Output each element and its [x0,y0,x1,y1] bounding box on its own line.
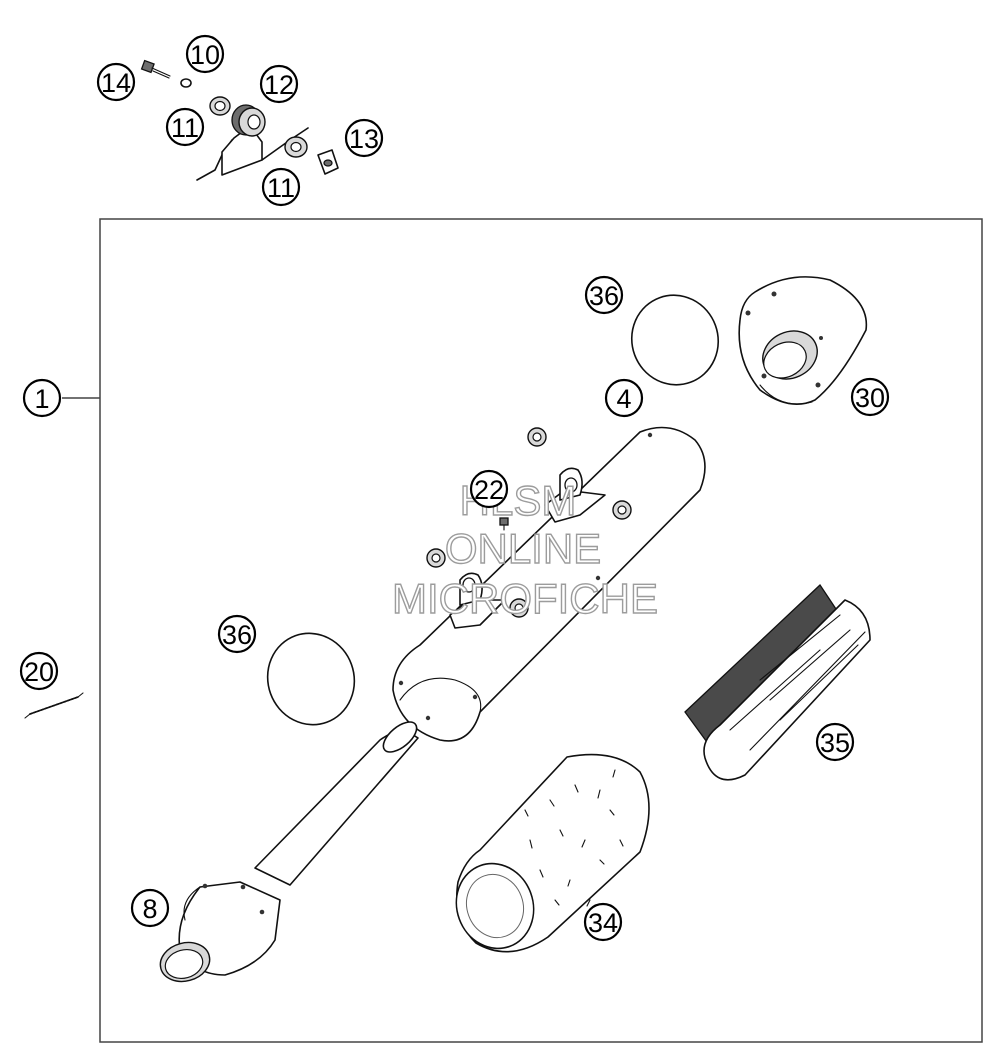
callout-14: 14 [96,62,136,102]
callout-10-label: 10 [190,40,220,70]
muffler-grommet-upper [527,427,547,447]
callout-12: 12 [259,64,299,104]
callout-14-label: 14 [101,68,131,98]
end-cap-30 [738,276,868,406]
grommet-12 [209,96,231,116]
screw-22 [499,517,509,531]
mounting-bracket-tab [221,125,263,176]
header-pipe-8 [159,721,419,983]
mounting-hardware-group [140,59,339,181]
callout-1: 1 [22,378,62,418]
callout-11-bottom: 11 [261,167,301,207]
callout-36-left: 36 [217,614,257,654]
callout-30-label: 30 [855,383,885,413]
callout-10: 10 [185,34,225,74]
callout-36-top: 36 [584,275,624,315]
callout-4-label: 4 [616,384,631,414]
callout-22-label: 22 [474,475,504,505]
callout-35: 35 [815,722,855,762]
rubber-mount-12 [231,104,266,137]
o-ring-36-left [266,632,356,726]
clip-nut-13 [317,149,339,175]
washer-10 [180,78,192,88]
callout-30: 30 [850,377,890,417]
packing-35 [684,583,871,781]
muffler-grommet-bottom [509,598,529,618]
spring-20 [24,692,84,719]
callout-13: 13 [344,118,384,158]
watermark-line2: ONLINE [445,525,601,572]
assembly-frame [99,218,983,1043]
callout-13-label: 13 [349,124,379,154]
callout-12-label: 12 [264,70,294,100]
muffler-grommet-right [612,500,632,520]
o-ring-36-top [630,294,720,386]
callout-11-top: 11 [165,107,205,147]
callout-4: 4 [604,378,644,418]
watermark-line3: MICROFICHE [392,575,658,622]
muffler-grommet-left [426,548,446,568]
washer-11 [284,136,308,158]
callout-22: 22 [469,469,509,509]
callout-36-top-label: 36 [589,281,619,311]
callout-20: 20 [19,651,59,691]
callout-11-top-label: 11 [171,113,199,143]
callout-20-label: 20 [24,657,54,687]
callout-36-left-label: 36 [222,620,252,650]
callout-35-label: 35 [820,728,850,758]
callout-8: 8 [130,888,170,928]
bolt-14 [140,59,171,79]
callout-11-bottom-label: 11 [267,173,295,203]
callout-34: 34 [583,902,623,942]
callout-8-label: 8 [142,894,157,924]
callout-1-label: 1 [34,384,49,414]
callout-34-label: 34 [588,908,618,938]
silencer-insert-34 [455,753,650,953]
